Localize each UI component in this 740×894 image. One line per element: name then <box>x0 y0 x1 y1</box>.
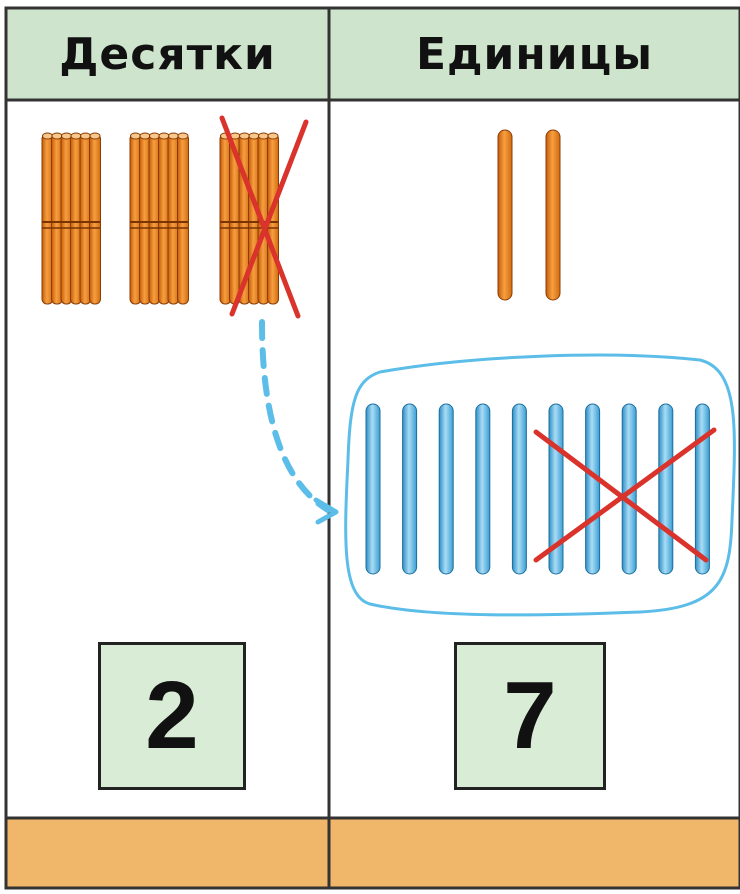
blue-stick <box>438 403 454 575</box>
blue-stick <box>402 403 418 575</box>
tens-bundles <box>41 132 279 305</box>
sticks-cross <box>533 427 717 563</box>
bundle-cross <box>219 115 309 319</box>
grouping-outline <box>344 353 736 617</box>
footer-row <box>6 818 740 888</box>
stick-bundle <box>129 132 189 305</box>
blue-stick <box>585 403 601 575</box>
arrow-head <box>313 497 339 525</box>
unit-sticks <box>497 129 561 301</box>
tens-header: Десятки <box>59 28 276 80</box>
orange-stick <box>497 129 513 301</box>
units-header: Единицы <box>415 28 654 80</box>
blue-stick <box>511 403 527 575</box>
blue-stick <box>365 403 381 575</box>
tens-digit: 2 <box>98 642 246 790</box>
blue-stick <box>658 403 674 575</box>
stick-bundle <box>41 132 101 305</box>
unbundled-sticks <box>365 403 710 575</box>
units-digit: 7 <box>454 642 606 790</box>
table-border <box>4 6 740 890</box>
orange-stick <box>545 129 561 301</box>
blue-stick <box>475 403 491 575</box>
blue-stick <box>694 403 710 575</box>
exchange-arrow <box>259 319 331 513</box>
header-row <box>6 8 740 100</box>
